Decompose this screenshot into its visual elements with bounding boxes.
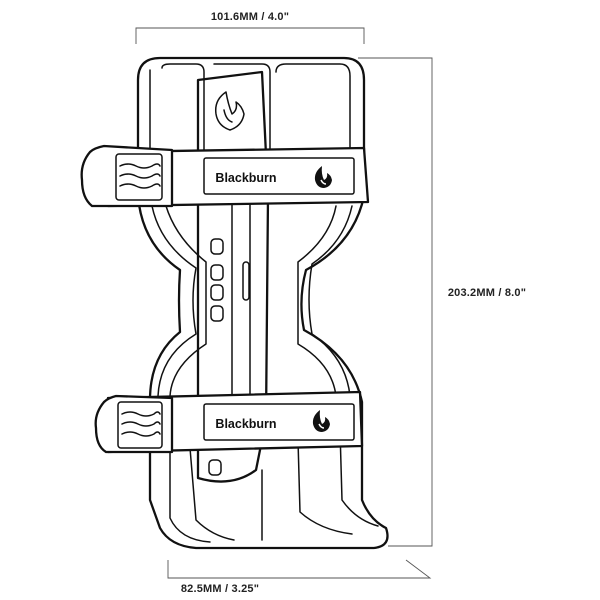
mount-hole-4	[210, 305, 224, 322]
width-dimension-line	[135, 27, 365, 44]
spine-logo-emboss	[214, 91, 245, 131]
bottom-strap-webbing	[117, 401, 163, 449]
top-strap-buckle	[80, 144, 174, 208]
top-strap-webbing	[115, 153, 163, 201]
depth-dimension-line	[167, 559, 432, 579]
blackburn-flame-logo-icon	[312, 410, 330, 432]
depth-dimension: 82.5MM / 3.25"	[167, 559, 432, 595]
bottom-strap-label-area	[203, 403, 355, 441]
bottom-strap: Blackburn	[94, 390, 364, 454]
mount-hole-lower	[208, 459, 222, 476]
bottom-strap-brand: Blackburn	[215, 417, 276, 431]
mount-hole-1	[210, 238, 224, 255]
height-dimension: 203.2MM / 8.0"	[358, 57, 526, 547]
blackburn-flame-logo-icon	[314, 166, 332, 188]
mount-hole-3	[210, 284, 224, 301]
width-dimension: 101.6MM / 4.0"	[135, 11, 365, 44]
mount-slot	[242, 261, 250, 301]
bottom-cradle	[169, 429, 379, 549]
top-strap: Blackburn	[80, 144, 370, 208]
side-bars	[151, 205, 353, 397]
height-label: 203.2MM / 8.0"	[448, 287, 526, 299]
top-strap-label-area	[203, 157, 355, 195]
mount-hole-2	[210, 264, 224, 281]
top-strap-brand: Blackburn	[215, 171, 276, 185]
bottom-strap-buckle	[94, 394, 174, 454]
height-dimension-line	[358, 57, 433, 547]
width-label: 101.6MM / 4.0"	[211, 11, 289, 23]
cage-frame	[136, 56, 389, 550]
depth-label: 82.5MM / 3.25"	[181, 583, 259, 595]
